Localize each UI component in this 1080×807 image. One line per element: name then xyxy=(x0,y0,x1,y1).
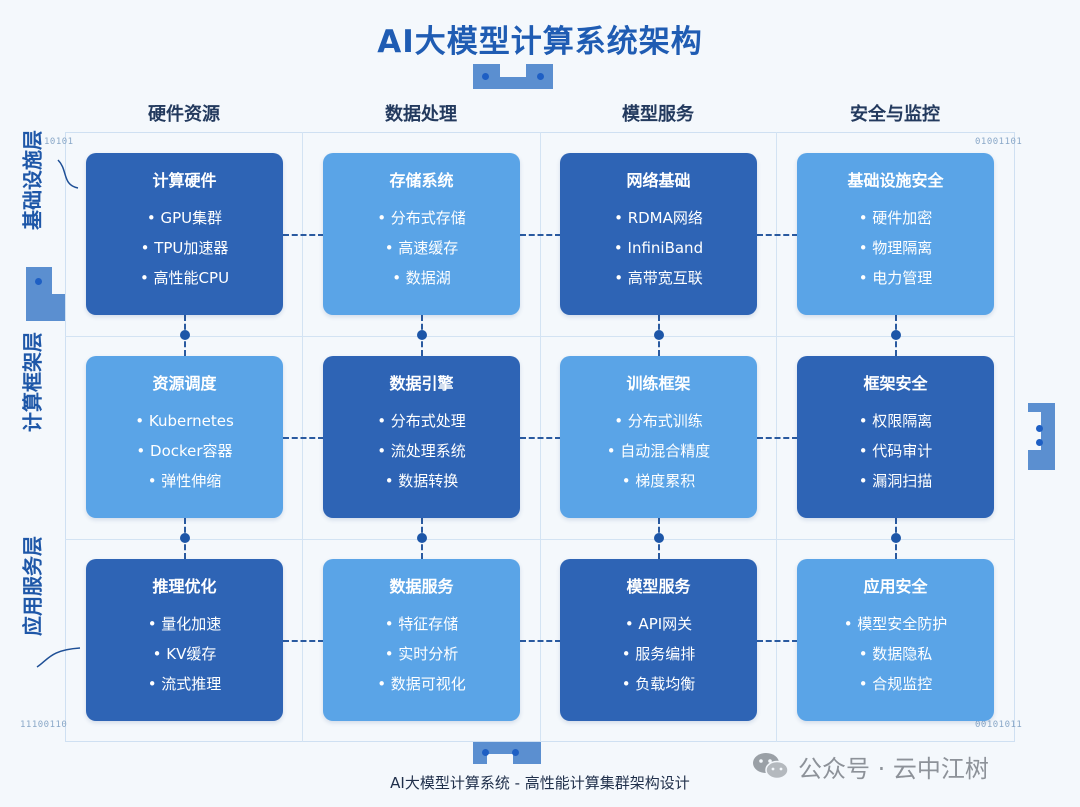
horizontal-connector xyxy=(520,640,561,642)
card-item: • 弹性伸缩 xyxy=(147,472,222,490)
horizontal-connector xyxy=(757,437,798,439)
card-1-3: 框架安全 • 权限隔离 • 代码审计 • 漏洞扫描 xyxy=(797,356,994,518)
horizontal-connector xyxy=(283,437,324,439)
card-title: 存储系统 xyxy=(389,171,454,190)
card-item: • 服务编排 xyxy=(621,645,696,663)
card-item: • 代码审计 xyxy=(858,442,933,460)
card-item: • 高带宽互联 xyxy=(614,269,703,287)
card-item: • 流式推理 xyxy=(147,675,222,693)
card-item: • 高性能CPU xyxy=(139,269,230,287)
card-0-2: 网络基础 • RDMA网络 • InfiniBand • 高带宽互联 xyxy=(560,153,757,315)
watermark: 公众号 · 云中江树 xyxy=(752,749,989,783)
card-0-3: 基础设施安全 • 硬件加密 • 物理隔离 • 电力管理 xyxy=(797,153,994,315)
card-item: • 电力管理 xyxy=(858,269,933,287)
card-item: • GPU集群 xyxy=(146,209,223,227)
card-item: • 流处理系统 xyxy=(377,442,466,460)
card-2-3: 应用安全 • 模型安全防护 • 数据隐私 • 合规监控 xyxy=(797,559,994,721)
connector-node xyxy=(890,330,901,340)
card-2-1: 数据服务 • 特征存储 • 实时分析 • 数据可视化 xyxy=(323,559,520,721)
card-title: 推理优化 xyxy=(152,577,217,596)
connector-node xyxy=(653,330,664,340)
card-1-0: 资源调度 • Kubernetes • Docker容器 • 弹性伸缩 xyxy=(86,356,283,518)
grid-divider xyxy=(65,336,1015,337)
card-item: • 分布式训练 xyxy=(614,412,703,430)
card-item: • 梯度累积 xyxy=(621,472,696,490)
horizontal-connector xyxy=(757,640,798,642)
horizontal-connector xyxy=(283,640,324,642)
card-title: 基础设施安全 xyxy=(847,171,944,190)
connector-node xyxy=(416,330,427,340)
card-item: • 数据隐私 xyxy=(858,645,933,663)
card-item: • 量化加速 xyxy=(147,615,222,633)
card-item: • API网关 xyxy=(624,615,693,633)
connector-node xyxy=(653,533,664,543)
column-header-hardware: 硬件资源 xyxy=(148,104,220,125)
card-item: • 实时分析 xyxy=(384,645,459,663)
card-title: 资源调度 xyxy=(152,374,217,393)
card-item: • 分布式存储 xyxy=(377,209,466,227)
column-header-model: 模型服务 xyxy=(622,104,694,125)
horizontal-connector xyxy=(520,234,561,236)
horizontal-connector xyxy=(757,234,798,236)
diagram-title: AI大模型计算系统架构 xyxy=(377,24,703,60)
wechat-icon xyxy=(752,751,790,781)
card-1-1: 数据引擎 • 分布式处理 • 流处理系统 • 数据转换 xyxy=(323,356,520,518)
column-header-security: 安全与监控 xyxy=(850,104,940,125)
card-2-0: 推理优化 • 量化加速 • KV缓存 • 流式推理 xyxy=(86,559,283,721)
card-1-2: 训练框架 • 分布式训练 • 自动混合精度 • 梯度累积 xyxy=(560,356,757,518)
card-title: 数据服务 xyxy=(389,577,454,596)
card-item: • 负载均衡 xyxy=(621,675,696,693)
card-item: • 数据湖 xyxy=(392,269,451,287)
column-header-data: 数据处理 xyxy=(385,104,457,125)
card-2-2: 模型服务 • API网关 • 服务编排 • 负载均衡 xyxy=(560,559,757,721)
card-title: 计算硬件 xyxy=(152,171,217,190)
connector-node xyxy=(179,330,190,340)
card-title: 网络基础 xyxy=(626,171,691,190)
horizontal-connector xyxy=(520,437,561,439)
binary-code-bottom-left: 11100110 xyxy=(20,720,68,730)
card-item: • Docker容器 xyxy=(136,442,233,460)
card-item: • 合规监控 xyxy=(858,675,933,693)
card-item: • 特征存储 xyxy=(384,615,459,633)
card-item: • 数据可视化 xyxy=(377,675,466,693)
card-title: 模型服务 xyxy=(626,577,691,596)
binary-code-top-right: 01001101 xyxy=(975,137,1023,147)
card-title: 框架安全 xyxy=(863,374,928,393)
card-item: • 自动混合精度 xyxy=(606,442,711,460)
card-0-1: 存储系统 • 分布式存储 • 高速缓存 • 数据湖 xyxy=(323,153,520,315)
card-item: • 数据转换 xyxy=(384,472,459,490)
binary-code-bottom-right: 00101011 xyxy=(975,720,1023,730)
card-item: • 模型安全防护 xyxy=(843,615,948,633)
card-item: • RDMA网络 xyxy=(614,209,703,227)
card-item: • Kubernetes xyxy=(135,412,234,430)
card-item: • 权限隔离 xyxy=(858,412,933,430)
card-item: • 漏洞扫描 xyxy=(858,472,933,490)
card-title: 应用安全 xyxy=(863,577,928,596)
card-item: • InfiniBand xyxy=(613,239,704,257)
card-item: • 硬件加密 xyxy=(858,209,933,227)
card-item: • 分布式处理 xyxy=(377,412,466,430)
connector-node xyxy=(416,533,427,543)
binary-code-top-left: 10101 xyxy=(44,137,74,147)
watermark-text: 公众号 · 云中江树 xyxy=(798,754,989,783)
horizontal-connector xyxy=(283,234,324,236)
connector-node xyxy=(890,533,901,543)
card-item: • 高速缓存 xyxy=(384,239,459,257)
card-0-0: 计算硬件 • GPU集群 • TPU加速器 • 高性能CPU xyxy=(86,153,283,315)
card-title: 训练框架 xyxy=(626,374,691,393)
diagram-subtitle: AI大模型计算系统 - 高性能计算集群架构设计 xyxy=(390,774,690,792)
grid-divider xyxy=(65,539,1015,540)
card-item: • KV缓存 xyxy=(152,645,217,663)
card-item: • 物理隔离 xyxy=(858,239,933,257)
card-title: 数据引擎 xyxy=(389,374,454,393)
card-item: • TPU加速器 xyxy=(140,239,229,257)
connector-node xyxy=(179,533,190,543)
